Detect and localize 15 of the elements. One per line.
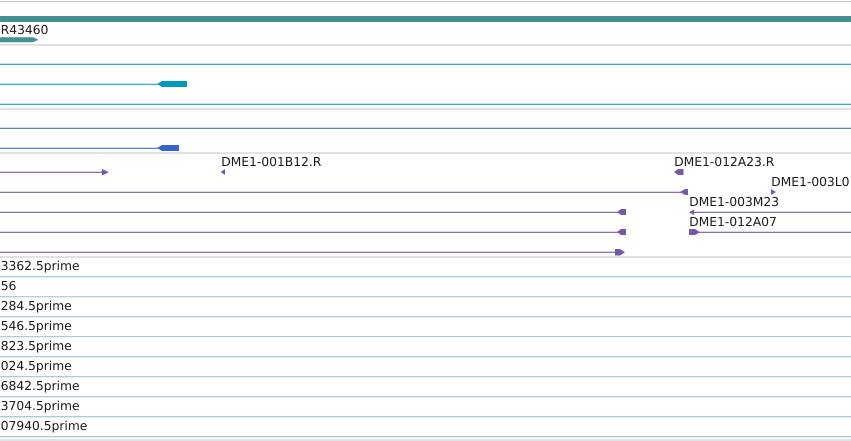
feature-label: DME1-003L0 [772,176,849,186]
feature-label: 6842.5prime [2,380,79,393]
feature-label: 56 [2,280,16,290]
feature-label: DME1-003M23 [690,196,778,206]
feature-label: 284.5prime [2,300,72,313]
feature-label: DME1-012A07 [690,216,776,226]
feature-label: 07940.5prime [2,420,87,433]
feature-label: 546.5prime [2,320,72,333]
feature-label: DME1-001B12.R [222,156,321,166]
feature-label: 823.5prime [2,340,72,353]
feature-label: DME1-012A23.R [675,156,774,166]
feature-label: 3704.5prime [2,400,79,413]
feature-label: 3362.5prime [2,260,79,273]
feature-label: 024.5prime [2,360,72,373]
feature-label: R43460 [2,24,48,34]
